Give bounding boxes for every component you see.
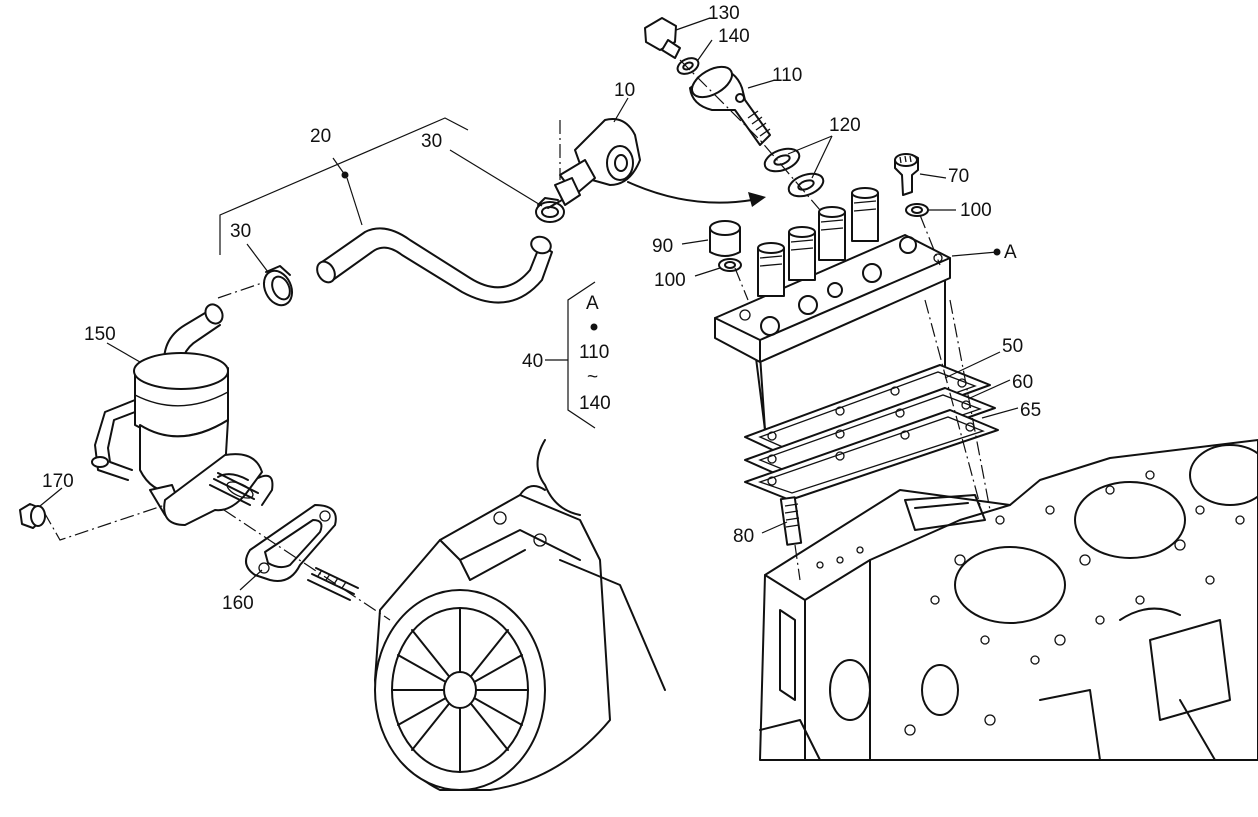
washer-120 [763,147,825,198]
delivery-valves [757,187,879,297]
washer-100-left [718,258,742,272]
label-65: 65 [1020,400,1041,421]
hose-clamp-right [535,197,565,223]
label-30-left: 30 [230,221,251,242]
label-130: 130 [708,3,740,24]
centerlines [43,59,991,621]
banjo-bolt-110 [689,65,771,146]
injection-pump [714,187,951,431]
label-A: A [1004,242,1017,263]
fuel-hose [316,227,553,304]
fuel-pump [91,303,274,526]
label-30-top: 30 [421,131,442,152]
label-80: 80 [733,526,754,547]
label-150: 150 [84,324,116,345]
label-10: 10 [614,80,635,101]
label-100-right: 100 [960,200,992,221]
gaskets [744,364,999,501]
part-labels: 10 20 30 30 150 170 160 40 A 110 ~ 140 1… [42,3,1041,614]
label-110: 110 [772,65,802,86]
banjo-fitting [547,118,641,209]
label-140: 140 [718,26,750,47]
direction-arrow [627,181,766,207]
label-160: 160 [222,593,254,614]
cap-90 [709,220,741,257]
stud-80 [779,496,803,546]
label-90: 90 [652,236,673,257]
label-170: 170 [42,471,74,492]
label-100-left: 100 [654,270,686,291]
bolt-130 [644,17,681,59]
gear-case [374,439,666,791]
kit-to: 140 [579,393,611,414]
kit-from: 110 [579,342,609,363]
pushrod-spring [307,567,359,601]
label-40: 40 [522,351,543,372]
gasket-160 [245,504,337,582]
kit-tilde: ~ [587,367,598,388]
label-20: 20 [310,126,331,147]
label-70: 70 [948,166,969,187]
washer-100-right [905,203,929,217]
leader-lines [39,17,1019,591]
label-50: 50 [1002,336,1023,357]
screw-70 [894,153,919,196]
hose-clamp-left [262,265,294,307]
kit-ref-A: A [586,293,599,314]
hose-assembly-bracket [219,117,469,255]
engine-block [759,439,1258,761]
label-60: 60 [1012,372,1033,393]
kit-bracket-40 [545,281,598,429]
washer-140 [676,57,700,75]
nut-170 [19,503,46,529]
label-120: 120 [829,115,861,136]
